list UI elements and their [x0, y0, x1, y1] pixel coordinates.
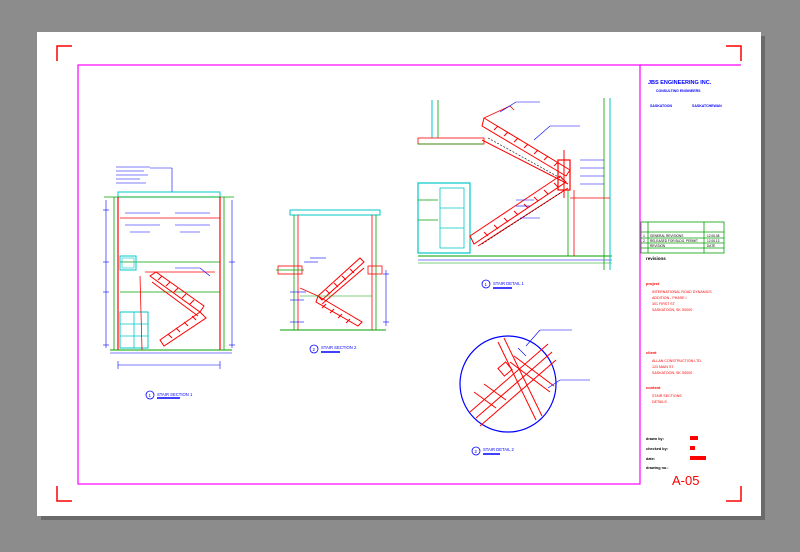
firm-city: SASKATOON: [650, 104, 673, 108]
project-label: project: [646, 281, 660, 286]
project-line-2: ADDITION - PHASE I: [652, 296, 687, 300]
section2-number: 2: [313, 347, 316, 352]
detail2-title: STAIR DETAIL 2: [483, 447, 515, 452]
revisions-label: revisions: [646, 256, 666, 261]
date-label: date:: [646, 457, 655, 461]
drawn-by-label: drawn by:: [646, 437, 664, 441]
detail2-number: 2: [475, 449, 478, 454]
date-value: [690, 456, 706, 460]
section1-top-notes: [116, 166, 173, 192]
project-line-4: SASKATOON, SK S0000: [652, 308, 692, 312]
stair-detail-2: 2 STAIR DETAIL 2: [459, 329, 590, 456]
revisions-table: [640, 221, 725, 254]
section1-stair-runs: [139, 271, 215, 351]
firm-subtitle: CONSULTING ENGINEERS: [656, 89, 701, 93]
rev-desc-header: REVISION: [650, 244, 666, 248]
project-line-1: INTERNATIONAL ROAD DYNAMICS: [652, 290, 712, 294]
drawing-number: A-05: [672, 473, 699, 488]
client-line-3: SASKATOON, SK S0000: [652, 371, 692, 375]
content-line-1: STAIR SECTIONS: [652, 394, 682, 398]
detail1-annotations: [499, 101, 604, 219]
stair-section-1: 1 STAIR SECTION 1: [103, 166, 235, 400]
rev-desc-1: GENERAL REVISIONS: [650, 234, 683, 238]
stair-detail-1: 1 STAIR DETAIL 1: [417, 98, 612, 289]
client-line-2: 123 MAIN ST.: [652, 365, 674, 369]
checked-by-value: [690, 446, 695, 450]
paper-shadow-right: [761, 36, 765, 520]
content-label: content: [646, 385, 661, 390]
firm-province: SASKATCHEWAN: [692, 104, 722, 108]
stair-section-2: 2 STAIR SECTION 2: [276, 209, 389, 354]
section2-stair-runs: [299, 257, 365, 327]
project-line-3: 301 FIRST ST.: [652, 302, 676, 306]
client-line-1: ALLAN CONSTRUCTION LTD.: [652, 359, 702, 363]
drawing-no-label: drawing no.:: [646, 466, 669, 470]
crop-marks: [56, 45, 742, 502]
rev-date-header: DATE: [707, 244, 715, 248]
detail1-title: STAIR DETAIL 1: [493, 281, 525, 286]
section1-number: 1: [149, 393, 152, 398]
rev-date-2: 12.06.13: [707, 239, 720, 243]
firm-name: JBS ENGINEERING INC.: [648, 80, 712, 86]
rev-no-1: 1: [643, 234, 645, 238]
rev-desc-2: RELEASED FOR BLDG. PERMIT: [650, 239, 698, 243]
section1-title: STAIR SECTION 1: [157, 392, 193, 397]
sheet-border: [77, 64, 641, 485]
rev-no-2: 2: [643, 239, 645, 243]
content-line-2: DETAILS: [652, 400, 667, 404]
title-block: JBS ENGINEERING INC. CONSULTING ENGINEER…: [640, 80, 725, 488]
detail1-upper-flight: [481, 105, 571, 185]
rev-date-1: 12.06.08: [707, 234, 720, 238]
checked-by-label: checked by:: [646, 447, 668, 451]
detail1-number: 1: [485, 282, 488, 287]
paper-shadow-bottom: [41, 516, 765, 520]
client-label: client: [646, 350, 657, 355]
section2-title: STAIR SECTION 2: [321, 345, 357, 350]
drawn-by-value: [690, 436, 698, 440]
